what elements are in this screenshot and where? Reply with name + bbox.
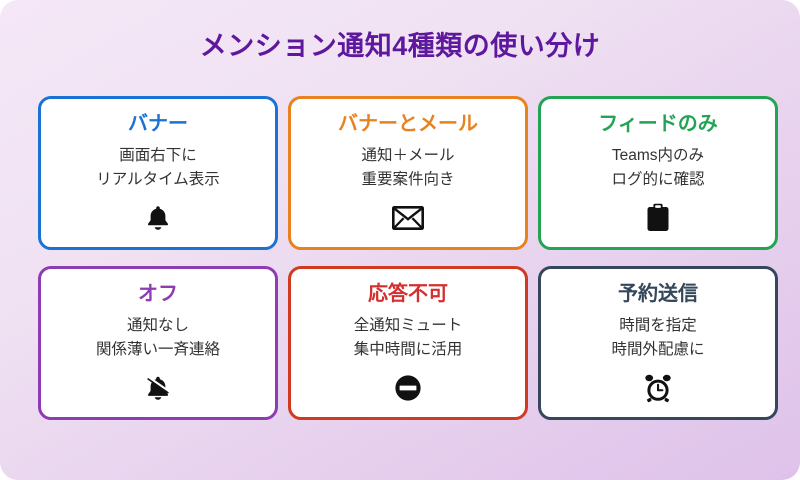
bell-icon [41, 203, 275, 233]
card-title: バナーとメール [338, 113, 478, 135]
card-body-line-2: ログ的に確認 [611, 171, 705, 188]
card-title: オフ [138, 283, 178, 305]
card-body-line-1: 全通知ミュート [353, 317, 463, 334]
card-body: 時間を指定 時間外配慮に [611, 314, 704, 362]
card-body-line-2: 時間外配慮に [611, 341, 705, 358]
no-entry-icon [291, 373, 525, 403]
card-body-line-2: 関係薄い一斉連絡 [95, 341, 220, 358]
bell-slash-icon [41, 373, 275, 403]
card-title: 予約送信 [618, 283, 698, 305]
card-body: 全通知ミュート 集中時間に活用 [354, 314, 463, 362]
clipboard-icon [541, 203, 775, 233]
card-body-line-1: 通知なし [126, 317, 189, 334]
card-do-not-disturb[interactable]: 応答不可 全通知ミュート 集中時間に活用 [288, 266, 528, 420]
card-off[interactable]: オフ 通知なし 関係薄い一斉連絡 [38, 266, 278, 420]
card-body: 通知なし 関係薄い一斉連絡 [96, 314, 220, 362]
card-body-line-2: 集中時間に活用 [353, 341, 463, 358]
card-body: 画面右下に リアルタイム表示 [96, 144, 220, 192]
alarm-clock-icon [541, 373, 775, 403]
card-title: バナー [128, 113, 188, 135]
card-title: フィードのみ [598, 113, 718, 135]
card-body-line-1: 通知＋メール [361, 147, 455, 164]
card-title: 応答不可 [368, 283, 448, 305]
card-body-line-2: リアルタイム表示 [96, 171, 220, 188]
card-banner[interactable]: バナー 画面右下に リアルタイム表示 [38, 96, 278, 250]
card-body-line-1: 画面右下に [119, 147, 197, 164]
card-body-line-2: 重要案件向き [361, 171, 455, 188]
page-title: メンション通知4種類の使い分け [199, 31, 601, 61]
card-body-line-1: 時間を指定 [619, 317, 697, 334]
card-scheduled-send[interactable]: 予約送信 時間を指定 時間外配慮に [538, 266, 778, 420]
card-body-line-1: Teams内のみ [611, 147, 705, 164]
card-feed-only[interactable]: フィードのみ Teams内のみ ログ的に確認 [538, 96, 778, 250]
card-banner-and-mail[interactable]: バナーとメール 通知＋メール 重要案件向き [288, 96, 528, 250]
card-grid: バナー 画面右下に リアルタイム表示 バナーとメール 通知＋メール 重要案件向き [38, 96, 778, 420]
card-body: Teams内のみ ログ的に確認 [611, 144, 704, 192]
envelope-icon [291, 203, 525, 233]
card-body: 通知＋メール 重要案件向き [361, 144, 454, 192]
